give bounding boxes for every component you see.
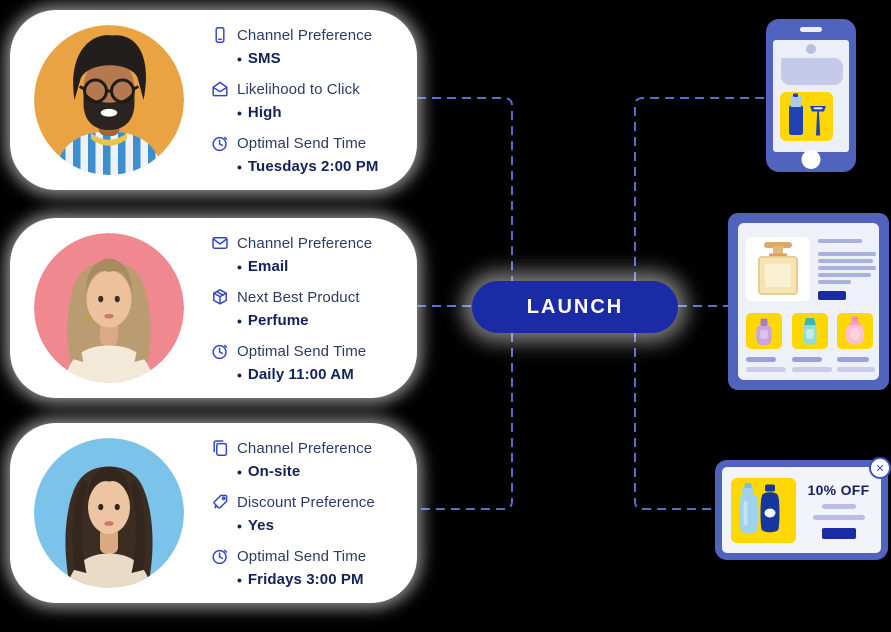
- mail-closed-icon: [210, 233, 230, 253]
- bullet-point: •: [237, 463, 242, 480]
- attribute-group: Channel Preference • Email: [210, 233, 372, 275]
- attribute-group: Next Best Product • Perfume: [210, 287, 372, 329]
- attribute-group: Optimal Send Time • Tuesdays 2:00 PM: [210, 133, 378, 175]
- discount-tag-icon: [210, 492, 230, 512]
- attribute-label: Optimal Send Time: [237, 342, 367, 360]
- web-page-mockup: [728, 213, 889, 390]
- launch-button[interactable]: LAUNCH: [472, 281, 678, 333]
- connector-launch-popup: [634, 333, 715, 510]
- popup-cta-button: [821, 527, 856, 539]
- attribute-value: SMS: [247, 50, 281, 67]
- attribute-group: Optimal Send Time • Daily 11:00 AM: [210, 341, 372, 383]
- web-page-screen: [738, 223, 879, 380]
- shave-products-icon: [789, 93, 826, 136]
- sms-phone-mockup: [766, 19, 856, 172]
- mail-open-icon: [210, 79, 230, 99]
- attribute-label: Channel Preference: [237, 439, 373, 457]
- persona-attributes: Channel Preference • SMS Likelihood to Clic…: [210, 25, 378, 175]
- clock-icon: [210, 546, 230, 566]
- bullet-point: •: [237, 312, 242, 329]
- attribute-value: Email: [247, 258, 289, 275]
- sms-message-bubble: [781, 58, 843, 85]
- phone-speaker: [800, 27, 822, 32]
- bullet-point: •: [237, 258, 242, 275]
- attribute-value: Fridays 3:00 PM: [247, 571, 364, 588]
- hero-product-card: [746, 237, 810, 301]
- attribute-label: Optimal Send Time: [237, 134, 367, 152]
- bullet-point: •: [237, 158, 242, 175]
- attribute-label: Optimal Send Time: [237, 547, 367, 565]
- attribute-value: On-site: [247, 463, 301, 480]
- bullet-point: •: [237, 366, 242, 383]
- attribute-group: Optimal Send Time • Fridays 3:00 PM: [210, 546, 375, 588]
- attribute-value: Yes: [247, 517, 275, 534]
- bullet-point: •: [237, 571, 242, 588]
- product-tile-pink: [837, 313, 873, 349]
- product-caption-lines: [792, 357, 836, 372]
- attribute-value: Daily 11:00 AM: [247, 366, 354, 383]
- attribute-label: Discount Preference: [237, 493, 375, 511]
- attribute-value: Tuesdays 2:00 PM: [247, 158, 379, 175]
- package-icon: [210, 287, 230, 307]
- product-tile-teal: [792, 313, 828, 349]
- text-placeholder-lines: [818, 239, 877, 300]
- attribute-label: Channel Preference: [237, 26, 373, 44]
- teal-bottle-icon: [803, 318, 817, 345]
- web-cta-button: [818, 291, 846, 300]
- product-caption-lines: [746, 357, 790, 372]
- product-caption-lines: [837, 357, 881, 372]
- mobile-icon: [210, 25, 230, 45]
- popup-text-line: [812, 514, 865, 520]
- bullet-point: •: [237, 50, 242, 67]
- attribute-group: Channel Preference • SMS: [210, 25, 378, 67]
- attribute-group: Likelihood to Click • High: [210, 79, 378, 121]
- bullet-point: •: [237, 104, 242, 121]
- persona-card-persona-sms: Channel Preference • SMS Likelihood to Clic…: [10, 10, 417, 190]
- popup-text-line: [821, 503, 856, 509]
- popup-offer-text: 10% OFF: [807, 481, 870, 498]
- attribute-group: Discount Preference • Yes: [210, 492, 375, 534]
- attribute-value: Perfume: [247, 312, 309, 329]
- attribute-group: Channel Preference • On-site: [210, 438, 375, 480]
- bottles-icon: [739, 482, 780, 533]
- product-tile-purple: [746, 313, 782, 349]
- clock-icon: [210, 133, 230, 153]
- attribute-label: Likelihood to Click: [237, 80, 360, 98]
- attribute-value: High: [247, 104, 282, 121]
- purple-bottle-icon: [756, 318, 772, 346]
- perfume-bottle-icon: [758, 242, 798, 295]
- connector-card1-launch: [417, 97, 513, 281]
- onsite-popup-mockup: 10% OFF ✕: [715, 457, 891, 560]
- phone-camera-dot: [806, 44, 816, 54]
- attribute-label: Next Best Product: [237, 288, 360, 306]
- connector-card3-launch: [417, 333, 513, 510]
- clock-icon: [210, 341, 230, 361]
- man-glasses-avatar: [34, 25, 184, 175]
- pink-bottle-icon: [845, 316, 865, 345]
- woman-blonde-avatar: [34, 233, 184, 383]
- phone-screen: [773, 40, 849, 152]
- close-icon[interactable]: ✕: [869, 457, 891, 479]
- popup-product-image: [731, 477, 796, 543]
- browser-windows-icon: [210, 438, 230, 458]
- phone-home-button: [801, 150, 821, 169]
- bullet-point: •: [237, 517, 242, 534]
- sms-product-image: [780, 92, 833, 141]
- woman-dark-hair-avatar: [34, 438, 184, 588]
- attribute-label: Channel Preference: [237, 234, 373, 252]
